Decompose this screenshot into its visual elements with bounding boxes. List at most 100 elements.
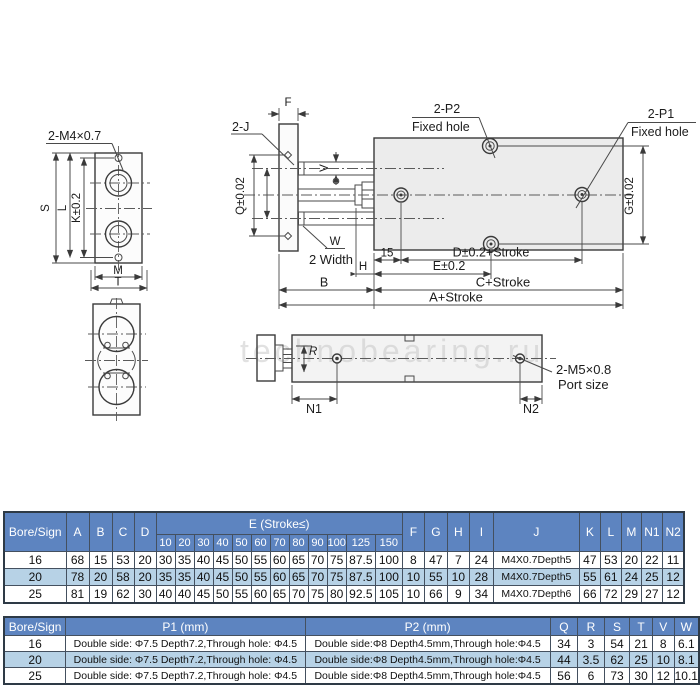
table-cell: 28 [468, 568, 494, 586]
table-cell: 100 [374, 568, 403, 586]
table-cell: 35 [155, 568, 176, 586]
thread-callout: 2-M4×0.7 [48, 129, 101, 143]
dim-label-q: Q±0.02 [235, 177, 247, 215]
table-cell: 47 [423, 551, 448, 569]
w-callout: W [330, 236, 341, 248]
table-cell: M4X0.7Depth6 [492, 585, 580, 604]
table-cell: 60 [250, 585, 271, 604]
table-cell: 66 [578, 585, 601, 604]
table-cell: 12 [651, 667, 675, 685]
table-cell: 105 [374, 585, 403, 604]
stroke-header: 100 [326, 534, 347, 552]
table-cell: 20 [3, 651, 67, 668]
table-cell: 30 [629, 667, 653, 685]
table-cell: 10 [651, 651, 675, 668]
table-cell: 55 [231, 585, 252, 604]
col-header: Bore/Sign [3, 511, 67, 552]
table-cell: Double side:Φ8 Depth4.5mm,Through hole:Φ… [304, 667, 551, 685]
table-cell: 20 [133, 568, 157, 586]
table-cell: 10 [401, 585, 425, 604]
table-cell: 3.5 [577, 651, 605, 668]
table-cell: 8.1 [673, 651, 700, 668]
table-cell: 61 [599, 568, 622, 586]
col-header: I [468, 511, 494, 552]
table-cell: 24 [468, 551, 494, 569]
table-cell: 45 [212, 568, 233, 586]
table-cell: 11 [661, 551, 685, 569]
center-hole-left [393, 187, 409, 203]
table-cell: 30 [133, 585, 157, 604]
table-cell: 15 [88, 551, 113, 569]
col-header: K [578, 511, 601, 552]
table-cell: 50 [231, 551, 252, 569]
table-cell: 9 [446, 585, 470, 604]
col-header: Q [549, 616, 579, 636]
table-cell: 68 [65, 551, 90, 569]
table-cell: Double side: Φ7.5 Depth7.2,Through hole:… [65, 667, 306, 685]
table-cell: 16 [3, 551, 67, 569]
table-cell: 58 [111, 568, 135, 586]
dim-label-s: S [40, 204, 52, 212]
table-cell: Double side: Φ7.5 Depth7.2,Through hole:… [65, 651, 306, 668]
main-view: F 2-J V Q±0.02 G±0.02 2-P2 Fixed hole 2-… [231, 97, 696, 309]
table-cell: 65 [288, 551, 309, 569]
table-cell: 87.5 [345, 551, 376, 569]
col-header: H [446, 511, 470, 552]
table-cell: 47 [578, 551, 601, 569]
stroke-header: 70 [269, 534, 290, 552]
j-callout: 2-J [232, 120, 249, 134]
table-cell: Double side:Φ8 Depth4.5mm,Through hole:Φ… [304, 651, 551, 668]
table-cell: 45 [212, 551, 233, 569]
table-cell: 73 [603, 667, 631, 685]
table-cell: 8 [401, 551, 425, 569]
col-header: C [111, 511, 135, 552]
front-plate-view: S L K±0.2 M T 2-M4×0.7 [40, 129, 152, 292]
dim-label-n1: N1 [306, 402, 322, 416]
table-cell: 40 [193, 568, 214, 586]
table-cell: 20 [620, 551, 642, 569]
table-cell: 25 [640, 568, 663, 586]
dim-label-c: C+Stroke [476, 275, 531, 290]
col-header: R [577, 616, 605, 636]
col-header: F [401, 511, 425, 552]
port-callout-sub: Port size [558, 377, 609, 392]
table-cell: 55 [423, 568, 448, 586]
table-cell: 50 [231, 568, 252, 586]
dim-label-f: F [284, 97, 291, 109]
table-cell: 55 [250, 568, 271, 586]
col-header: S [603, 616, 631, 636]
table-cell: 16 [3, 635, 67, 652]
table-header-row: Bore/Sign A B C D E (Stroke≤) F G H I J … [3, 511, 685, 552]
table-cell: 24 [620, 568, 642, 586]
p1-callout: 2-P1 [648, 107, 674, 121]
table-cell: 55 [250, 551, 271, 569]
table-cell: 6 [577, 667, 605, 685]
flange-plate [278, 123, 299, 252]
dim-label-m: M [113, 265, 123, 277]
table-cell: 19 [88, 585, 113, 604]
dim-label-h: H [359, 261, 367, 273]
end-view [85, 298, 148, 421]
stroke-header: 20 [174, 534, 195, 552]
bore-circle-bottom [98, 368, 135, 406]
table-cell: 65 [288, 568, 309, 586]
bore-circle-top [98, 315, 135, 353]
table-cell: 78 [65, 568, 90, 586]
table-cell: 35 [174, 551, 195, 569]
watermark: technobearing.ru [240, 333, 544, 369]
table-cell: 62 [603, 651, 631, 668]
table-cell: 35 [174, 568, 195, 586]
table-cell: 29 [620, 585, 642, 604]
col-header: W [673, 616, 700, 636]
col-header: M [620, 511, 642, 552]
p2-callout-sub: Fixed hole [412, 120, 470, 134]
table-cell: 40 [193, 551, 214, 569]
table-cell: 55 [578, 568, 601, 586]
table-cell: 75 [326, 551, 347, 569]
table-cell: 25 [629, 651, 653, 668]
table-cell: 53 [111, 551, 135, 569]
col-header: P1 (mm) [65, 616, 306, 636]
